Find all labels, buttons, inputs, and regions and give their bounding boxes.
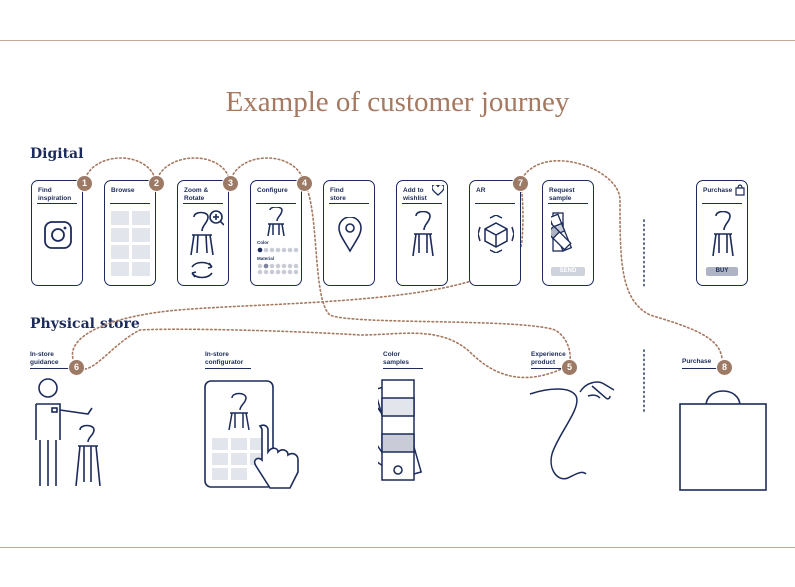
badge-3: 3	[222, 175, 239, 192]
chair-rotate-icon	[190, 210, 224, 279]
badge-4: 4	[296, 175, 313, 192]
material-label: Material	[257, 256, 275, 261]
touchscreen-icon	[204, 380, 299, 489]
buy-button[interactable]: BUY	[706, 267, 738, 276]
phone-zoom-rotate: Zoom & Rotate	[177, 180, 229, 286]
hand-touch-icon	[529, 381, 615, 480]
badge-6: 6	[68, 359, 85, 376]
badge-2: 2	[148, 175, 165, 192]
badge-5: 5	[561, 359, 578, 376]
swatch-icon	[551, 212, 573, 252]
phone-find-inspiration: Find inspiration	[31, 180, 83, 286]
chair-icon	[412, 211, 434, 257]
heart-icon[interactable]	[432, 185, 444, 196]
send-button[interactable]: SEND	[551, 267, 585, 276]
color-dots	[257, 247, 299, 253]
step-label: Browse	[111, 187, 135, 194]
ar-cube-icon	[478, 215, 514, 253]
label-in-store-guidance: In-store guidance	[30, 351, 59, 366]
label-experience-product: Experience product	[531, 351, 566, 366]
step-label: Zoom & Rotate	[184, 187, 209, 202]
grid-icon	[111, 211, 150, 276]
step-label: Add to wishlist	[403, 187, 427, 202]
phone-browse: Browse	[104, 180, 156, 286]
section-digital: Digital	[30, 146, 84, 162]
step-label: Request sample	[549, 187, 575, 202]
instagram-icon	[44, 221, 72, 249]
chair-config-icon	[267, 207, 285, 237]
phone-configure: Configure Color Material	[250, 180, 302, 286]
badge-1: 1	[76, 175, 93, 192]
bottom-rule	[0, 547, 795, 548]
phone-find-store: Find store	[323, 180, 375, 286]
person-chair-icon	[35, 378, 101, 487]
phone-request-sample: Request sample SEND	[542, 180, 594, 286]
chair-icon	[712, 211, 734, 257]
page-title: Example of customer journey	[225, 86, 570, 118]
step-label: Configure	[257, 187, 288, 194]
color-label: Color	[257, 240, 269, 245]
phone-purchase: Purchase BUY	[696, 180, 748, 286]
step-label: AR	[476, 187, 486, 194]
step-label: Purchase	[703, 187, 733, 194]
step-label: Find inspiration	[38, 187, 72, 202]
badge-7: 7	[512, 175, 529, 192]
step-label: Find store	[330, 187, 346, 202]
label-purchase-store: Purchase	[682, 358, 712, 365]
cart-bag-icon	[735, 184, 745, 196]
shopping-bag-icon	[679, 390, 767, 491]
color-fan-icon	[378, 379, 423, 481]
section-physical: Physical store	[30, 316, 140, 332]
phone-ar: AR	[469, 180, 521, 286]
label-in-store-configurator: In-store configurator	[205, 351, 244, 366]
map-pin-icon	[338, 217, 362, 253]
top-rule	[0, 40, 795, 41]
label-color-samples: Color samples	[383, 351, 410, 366]
badge-8: 8	[716, 359, 733, 376]
material-dots	[257, 263, 299, 275]
phone-add-to-wishlist: Add to wishlist	[396, 180, 448, 286]
